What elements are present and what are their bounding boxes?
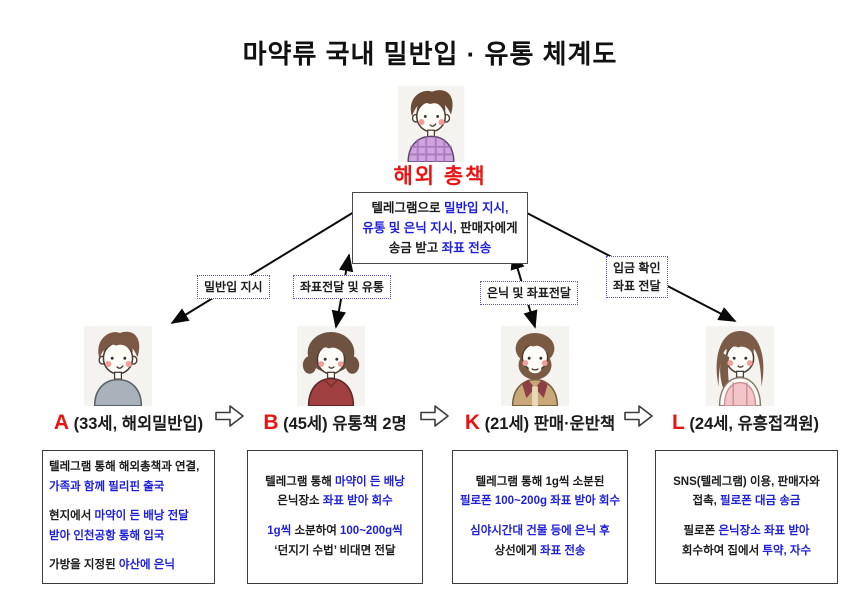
actor-a-detail-box: 텔레그램 통해 해외총책과 연결,가족과 함께 필리핀 출국 현지에서 마약이 … (42, 450, 215, 584)
actor-k-name: K (21세) 판매·운반책 (464, 411, 616, 434)
page-title: 마약류 국내 밀반입 · 유통 체계도 (242, 39, 618, 69)
detail-paragraph: 1g씩 소분하여 100~200g씩‘던지기 수법’ 비대면 전달 (267, 525, 403, 557)
actor-k-avatar-icon (501, 326, 569, 406)
actor-b-avatar-icon (297, 326, 365, 406)
edge-boss-to-a (170, 211, 355, 324)
actor-a-name: A (33세, 해외밀반입) (53, 411, 204, 434)
boss-label: 해외 총책 (393, 165, 487, 188)
step-arrow-icon (624, 405, 653, 427)
edge-label-smuggling-order: 밀반입 지시 (197, 275, 270, 299)
detail-paragraph: 가방을 지정된 야산에 은닉 (49, 559, 175, 572)
edge-label-coords-distribution: 좌표전달 및 유통 (293, 275, 391, 299)
edge-label-conceal-coords: 은닉 및 좌표전달 (480, 281, 578, 305)
step-arrow-icon (420, 405, 449, 427)
step-arrow-icon (215, 405, 244, 427)
actor-b-name: B (45세) 유통책 2명 (263, 411, 407, 434)
actor-a-avatar-icon (84, 326, 152, 406)
actor-l-name: L (24세, 유흥접객원) (671, 411, 819, 434)
actor-l-avatar-icon (706, 326, 774, 406)
boss-avatar-icon (397, 86, 465, 162)
detail-paragraph: 텔레그램 통해 해외총책과 연결,가족과 함께 필리핀 출국 (49, 461, 200, 493)
